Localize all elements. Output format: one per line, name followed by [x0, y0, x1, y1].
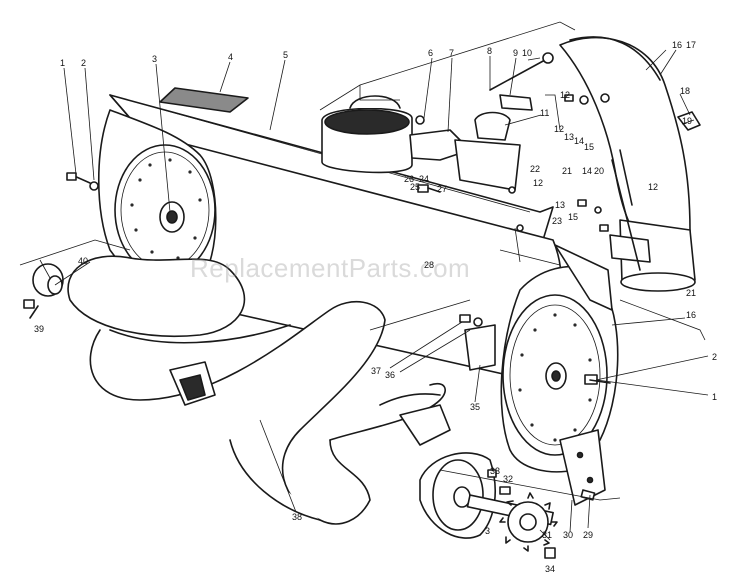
left-side-plate — [98, 109, 217, 290]
chute-base — [321, 52, 554, 191]
callout-35: 35 — [470, 402, 480, 412]
callout-34: 34 — [545, 564, 555, 574]
callout-17: 17 — [686, 40, 696, 50]
callout-22: 22 — [530, 164, 540, 174]
callout-15a: 15 — [584, 142, 594, 152]
right-side-plate — [500, 244, 619, 473]
callout-3b: 3 — [485, 526, 490, 536]
callout-26: 26 — [404, 174, 414, 184]
callout-25: 25 — [410, 182, 420, 192]
callout-13a: 13 — [564, 132, 574, 142]
callout-2a: 2 — [81, 58, 86, 68]
callout-37: 37 — [371, 366, 381, 376]
callout-1a: 1 — [60, 58, 65, 68]
callout-20: 20 — [594, 166, 604, 176]
callout-19: 19 — [682, 116, 692, 126]
callout-8: 8 — [487, 46, 492, 56]
callout-15b: 15 — [568, 212, 578, 222]
callout-3a: 3 — [152, 54, 157, 64]
callout-11: 11 — [540, 108, 549, 118]
callout-39: 39 — [34, 324, 44, 334]
discharge-chute — [559, 36, 701, 292]
exploded-view-guides — [19, 21, 706, 501]
callout-7: 7 — [449, 48, 454, 58]
callout-18: 18 — [680, 86, 690, 96]
watermark-text: ReplacementParts.com — [190, 253, 471, 283]
callout-40: 40 — [78, 256, 88, 266]
callout-labels: 1 2 3 4 5 6 7 8 9 10 11 12 12 12 12 13 1… — [34, 40, 717, 574]
callout-28: 28 — [424, 260, 434, 270]
callout-36: 36 — [385, 370, 395, 380]
callout-14b: 14 — [582, 166, 592, 176]
callout-12a: 12 — [554, 124, 564, 134]
callout-24: 24 — [419, 174, 429, 184]
callout-2b: 2 — [712, 352, 717, 362]
callout-4: 4 — [228, 52, 233, 62]
callout-21a: 21 — [562, 166, 572, 176]
callout-10: 10 — [522, 48, 532, 58]
decal-plate — [159, 87, 249, 113]
left-bearing — [23, 172, 99, 319]
callout-32: 32 — [503, 474, 513, 484]
auger-assembly — [67, 255, 451, 525]
callout-13b: 13 — [555, 200, 565, 210]
callout-38: 38 — [292, 512, 302, 522]
callout-29: 29 — [583, 530, 593, 540]
callout-27: 27 — [437, 184, 447, 194]
callout-12b: 12 — [533, 178, 543, 188]
callout-12c: 12 — [648, 182, 658, 192]
callout-30: 30 — [563, 530, 573, 540]
callout-14a: 14 — [574, 136, 584, 146]
callout-16b: 16 — [686, 310, 696, 320]
callout-12d: 12 — [560, 90, 570, 100]
hardware — [417, 94, 611, 478]
callout-23: 23 — [552, 216, 562, 226]
callout-31: 31 — [542, 530, 552, 540]
callout-6: 6 — [428, 48, 433, 58]
callout-9: 9 — [513, 48, 518, 58]
callout-16a: 16 — [672, 40, 682, 50]
callout-1b: 1 — [712, 392, 717, 402]
callout-5: 5 — [283, 50, 288, 60]
callout-21b: 21 — [686, 288, 696, 298]
callout-33: 33 — [490, 466, 500, 476]
leader-lines — [39, 49, 709, 541]
